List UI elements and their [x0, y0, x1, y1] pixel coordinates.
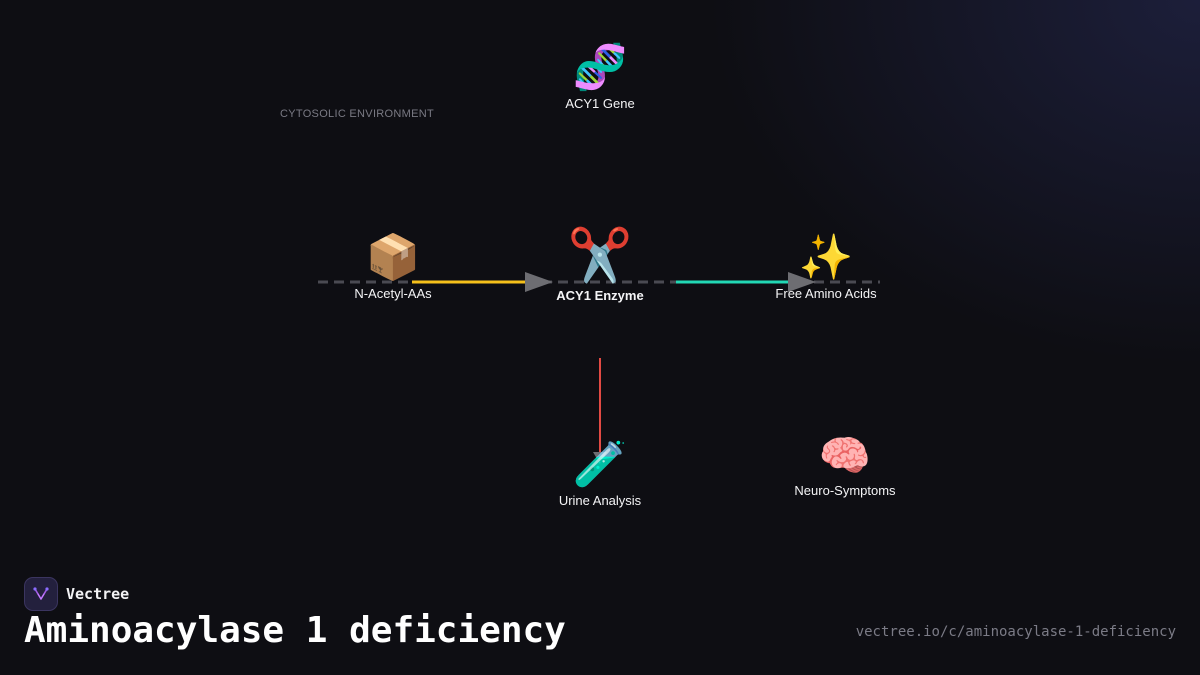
node-n-acetyl-aas: 📦 N-Acetyl-AAs — [303, 232, 483, 302]
node-label: ACY1 Enzyme — [556, 288, 644, 303]
vectree-logo-icon — [24, 577, 58, 611]
node-neuro-symptoms: 🧠 Neuro-Symptoms — [755, 431, 935, 499]
node-label: Neuro-Symptoms — [794, 483, 896, 498]
node-label: ACY1 Gene — [565, 96, 635, 111]
source-url[interactable]: vectree.io/c/aminoacylase-1-deficiency — [855, 624, 1176, 640]
node-urine-analysis: 🧪 Urine Analysis — [510, 439, 690, 509]
brain-icon: 🧠 — [818, 431, 872, 480]
arrowhead-substrate-to-enzyme — [525, 272, 553, 292]
node-label: Free Amino Acids — [775, 286, 877, 301]
brand[interactable]: Vectree — [24, 577, 129, 611]
package-icon: 📦 — [365, 232, 421, 283]
arrowhead-enzyme-to-urine — [593, 452, 607, 464]
sparkles-icon: ✨ — [798, 232, 854, 283]
brand-name: Vectree — [66, 585, 130, 603]
node-label: N-Acetyl-AAs — [354, 286, 432, 301]
arrowhead-enzyme-to-product — [788, 272, 816, 292]
scissors-icon: ✂️ — [567, 226, 633, 286]
page-title: Aminoacylase 1 deficiency — [24, 610, 566, 651]
node-label: Urine Analysis — [558, 493, 642, 508]
test-tube-icon: 🧪 — [572, 439, 628, 490]
node-acy1-enzyme: ✂️ ACY1 Enzyme — [510, 230, 690, 303]
dna-icon: 🧬 — [572, 42, 628, 93]
region-label: CYTOSOLIC ENVIRONMENT — [280, 108, 435, 120]
node-free-amino-acids: ✨ Free Amino Acids — [736, 232, 916, 302]
node-acy1-gene: 🧬 ACY1 Gene — [510, 42, 690, 112]
